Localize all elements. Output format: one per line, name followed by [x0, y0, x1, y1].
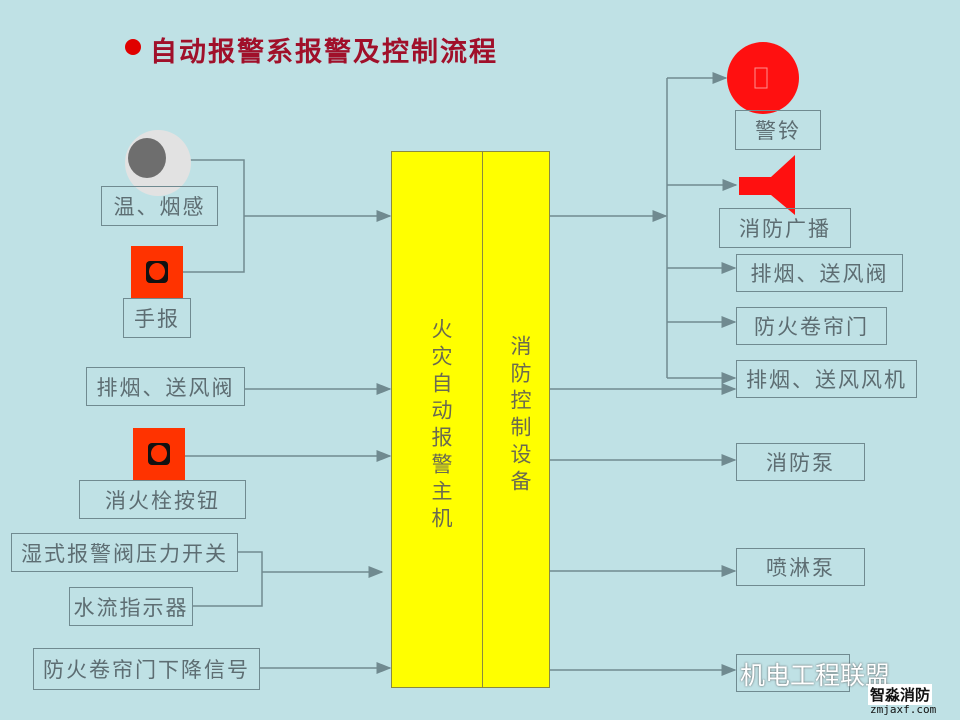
fire-control-panel [482, 151, 550, 688]
smoke-detector-icon [125, 130, 191, 196]
page-title: 自动报警系报警及控制流程 [150, 37, 498, 68]
output-smoke-valve: 排烟、送风阀 [736, 254, 903, 292]
watermark-site-url: zmjaxf.com [870, 703, 937, 716]
output-shutter: 防火卷帘门 [736, 307, 887, 345]
input-pressure-switch: 湿式报警阀压力开关 [11, 533, 238, 572]
input-heat-smoke: 温、烟感 [101, 186, 218, 226]
host-label: 火灾自动报警主机 [429, 318, 453, 534]
output-bell: 警铃 [735, 110, 821, 150]
output-obscured [736, 654, 850, 692]
output-broadcast: 消防广播 [719, 208, 851, 248]
bell-icon [727, 42, 799, 114]
watermark-site-name: 智淼消防 [868, 684, 933, 705]
output-smoke-fan: 排烟、送风风机 [736, 360, 917, 398]
title-bullet [125, 39, 141, 55]
control-label: 消防控制设备 [508, 335, 532, 497]
manual-alarm-icon [131, 246, 183, 298]
input-smoke-valve: 排烟、送风阀 [86, 367, 245, 406]
input-flow-indicator: 水流指示器 [69, 587, 193, 626]
speaker-icon [739, 155, 795, 215]
input-shutter-signal: 防火卷帘门下降信号 [33, 648, 260, 690]
watermark-brand: 机电工程联盟 [740, 661, 891, 690]
input-hydrant-button: 消火栓按钮 [79, 480, 246, 519]
input-manual-alarm: 手报 [123, 298, 191, 338]
output-fire-pump: 消防泵 [736, 443, 865, 481]
hydrant-button-icon [133, 428, 185, 480]
output-sprinkler-pump: 喷淋泵 [736, 548, 865, 586]
